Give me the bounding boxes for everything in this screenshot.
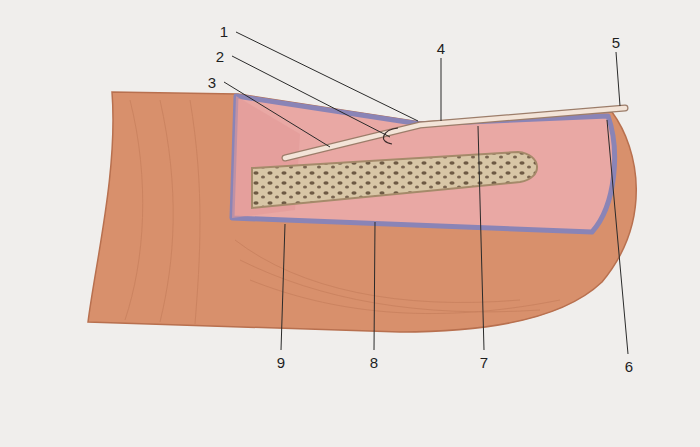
callout-number: 3: [206, 74, 218, 91]
nail-plate-outline: [285, 108, 625, 158]
eponychium-fold: [383, 128, 398, 144]
callout-number: 7: [478, 354, 490, 371]
leader-lines: [224, 32, 628, 354]
nail-plate: [285, 108, 625, 158]
finger-skin: [88, 92, 636, 332]
leader-line: [441, 58, 442, 121]
leader-line: [224, 82, 330, 147]
callout-number: 8: [368, 354, 380, 371]
leader-line: [374, 222, 375, 350]
callout-number: 2: [214, 48, 226, 65]
callout-number: 9: [275, 354, 287, 371]
callout-number: 1: [218, 23, 230, 40]
leader-line: [607, 120, 628, 354]
distal-phalanx-bone: [252, 152, 537, 208]
leader-line: [281, 224, 285, 350]
leader-line: [236, 32, 418, 121]
callout-number: 4: [435, 40, 447, 57]
leader-line: [232, 56, 390, 137]
callout-number: 6: [623, 358, 635, 375]
leader-line: [478, 126, 484, 350]
callout-number: 5: [610, 34, 622, 51]
leader-line: [616, 52, 620, 106]
